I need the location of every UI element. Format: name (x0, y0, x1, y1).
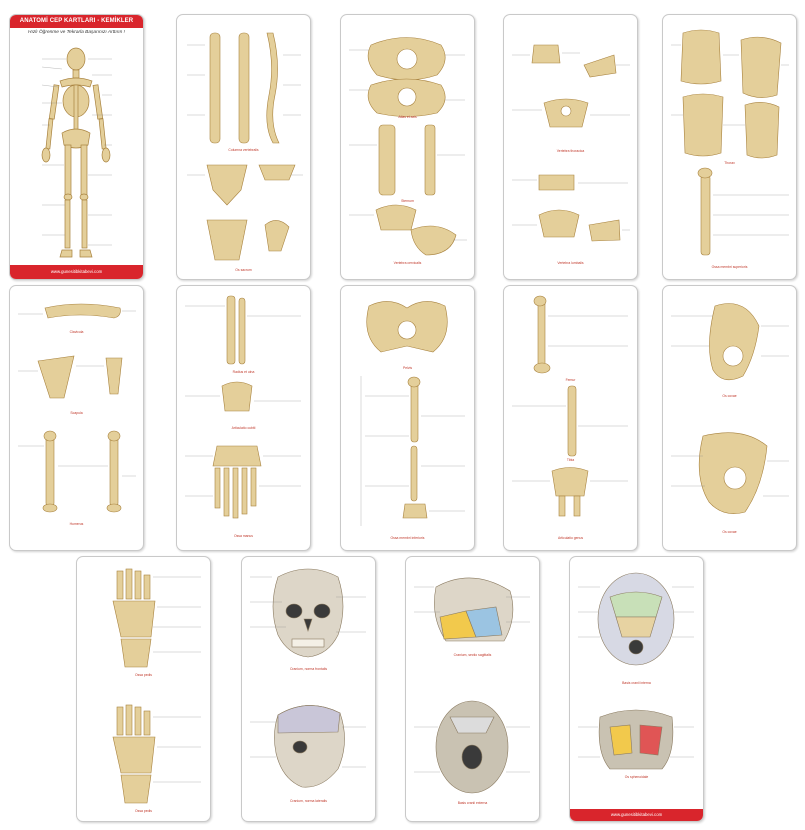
card-foot[interactable]: Ossa pedis Ossa pedis (76, 556, 211, 822)
caption: Articulatio cubiti (231, 426, 256, 430)
card-skull-front[interactable]: Cranium, norma frontalis Cranium, norma … (241, 556, 376, 822)
cover-footer-url: www.gunesitibkitabevi.com (10, 265, 143, 279)
hip-bone-illustration (671, 303, 789, 514)
caption: Pelvis (402, 366, 413, 370)
caption: Clavicula (69, 330, 84, 334)
caption: Femur (565, 378, 576, 382)
caption: Vertebra cervicalis (393, 261, 422, 265)
cranial-base-illustration (578, 572, 694, 770)
caption: Ossa pedis (135, 809, 152, 813)
card-hip-bone[interactable]: Os coxae Os coxae (662, 285, 797, 551)
card-skull-sagittal[interactable]: Cranium, sectio sagittalis Basis cranii … (405, 556, 540, 822)
caption: Vertebra thoracica (556, 149, 585, 153)
card-forearm-hand[interactable]: Radius et ulna Articulatio cubiti Ossa m… (176, 285, 311, 551)
card-vertebrae[interactable]: Vertebra thoracica Vertebra lumbalis (503, 14, 638, 280)
foot-illustration (112, 568, 201, 804)
caption: Cranium, sectio sagittalis (453, 653, 492, 657)
caption: Ossa pedis (135, 673, 152, 677)
caption: Articulatio genus (557, 536, 584, 540)
card-pelvis-lower-limb[interactable]: Pelvis Ossa membri inferioris (340, 285, 475, 551)
clavicle-scapula-humerus-illustration (18, 303, 136, 513)
forearm-hand-illustration (185, 295, 301, 519)
skull-sagittal-illustration (414, 577, 530, 794)
card-footer-url: www.gunesitibkitabevi.com (570, 809, 703, 821)
card-vertebral-column[interactable]: Columna vertebralis Os sacrum (176, 14, 311, 280)
cover-subtitle: Hızlı Öğrenme ve Tekrarla Başarınızı Art… (28, 30, 125, 35)
thorax-illustration (671, 29, 789, 256)
caption: Thorax (724, 161, 735, 165)
caption: Os sphenoidale (624, 775, 649, 779)
atlas-axis-illustration (349, 37, 467, 256)
card-cranial-base[interactable]: Basis cranii interna Os sphenoidale www.… (569, 556, 704, 822)
card-femur-tibia[interactable]: Femur Tibia Articulatio genus (503, 285, 638, 551)
caption: Atlas et axis (398, 115, 417, 119)
caption: Basis cranii externa (457, 801, 488, 805)
caption: Os coxae (722, 394, 737, 398)
caption: Ossa manus (233, 534, 254, 538)
caption: Tibia (566, 458, 575, 462)
pelvis-lower-limb-illustration (360, 301, 465, 526)
card-clavicle-scapula[interactable]: Clavicula Scapula Humerus (9, 285, 144, 551)
cover-title: ANATOMİ CEP KARTLARI - KEMİKLER (10, 15, 143, 28)
caption: Scapula (70, 411, 83, 415)
caption: Columna vertebralis (228, 148, 259, 152)
caption: Sternum (401, 199, 414, 203)
caption: Os coxae (722, 530, 737, 534)
femur-tibia-illustration (512, 295, 628, 517)
caption: Os sacrum (235, 268, 252, 272)
vertebrae-illustration (512, 44, 630, 242)
caption: Humerus (69, 522, 84, 526)
vertebral-column-illustration (187, 32, 303, 261)
caption: Ossa membri superioris (711, 265, 748, 269)
caption: Ossa membri inferioris (390, 536, 425, 540)
caption: Basis cranii interna (622, 681, 651, 685)
full-skeleton-illustration (41, 47, 112, 258)
caption: Cranium, norma lateralis (290, 799, 327, 803)
card-thorax[interactable]: Thorax Ossa membri superioris (662, 14, 797, 280)
caption: Radius et ulna (232, 370, 255, 374)
caption: Cranium, norma frontalis (289, 667, 328, 671)
card-atlas-axis[interactable]: Atlas et axis Sternum Vertebra cervicali… (340, 14, 475, 280)
caption: Vertebra lumbalis (557, 261, 584, 265)
cover-card[interactable]: ANATOMİ CEP KARTLARI - KEMİKLER Hızlı Öğ… (9, 14, 144, 280)
skull-illustration (250, 568, 366, 788)
